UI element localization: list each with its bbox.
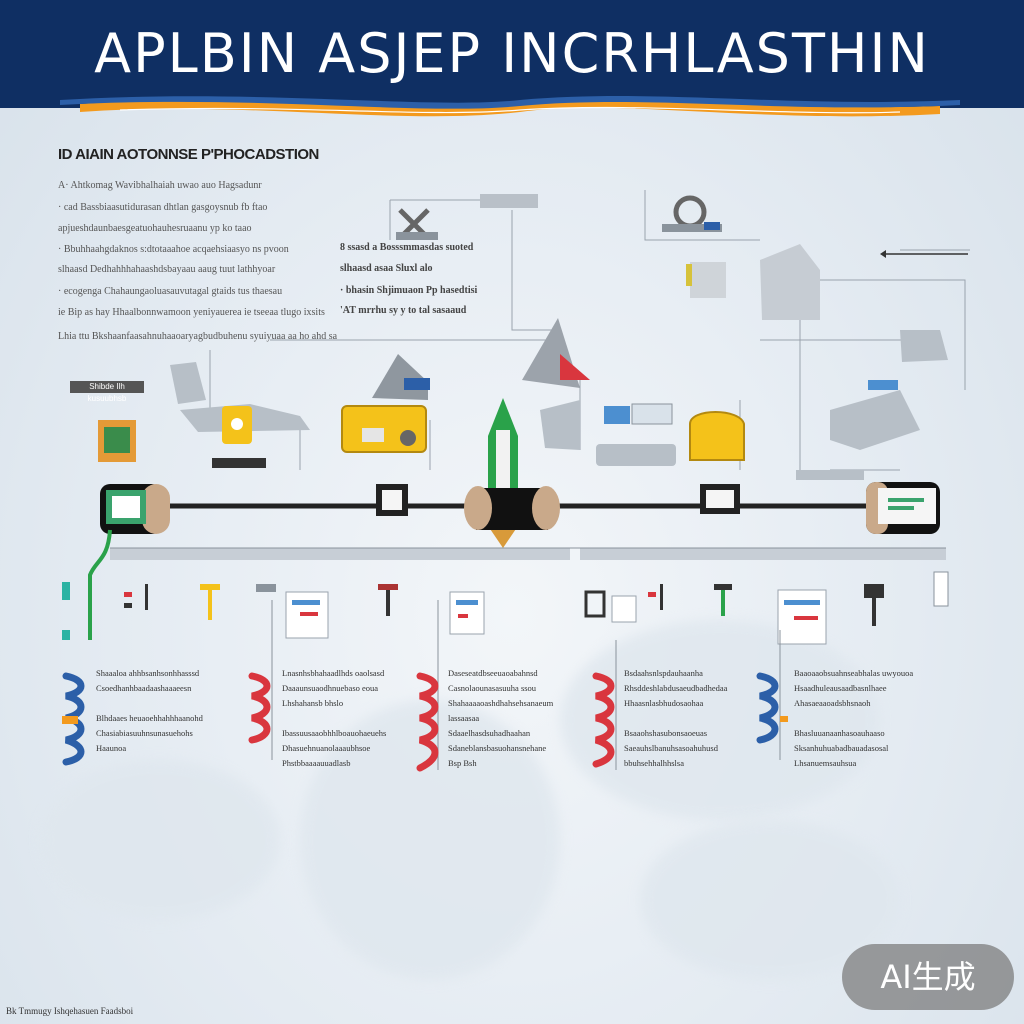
column-text: Lnasnhsbhahaadlhds oaolsasd Daaaunsuaodh…	[282, 668, 387, 768]
intro-line: · cad Bassbiaasutidurasan dhtlan gasgoys…	[58, 202, 268, 213]
intro-line: slhaasd Dedhahhhahaashdsbayaau aaug tuut…	[58, 264, 276, 275]
building-icon	[689, 411, 745, 461]
timeline-node	[464, 486, 560, 530]
map-region	[560, 620, 880, 820]
intro-line: apjueshdaunbaesgeatuohauhesruaanu yp ko …	[58, 223, 252, 234]
factory-icon	[686, 244, 820, 320]
map-region	[40, 760, 280, 920]
callout-label: slhaasd asaa Sluxl alo	[340, 263, 433, 274]
gear-icon	[662, 195, 722, 232]
column-text: Bsdaahsnlspdauhaanha Rhsddeshlabdusaeudb…	[624, 668, 728, 768]
callout-label: 8 ssasd a Bosssmmasdas suoted	[340, 242, 474, 253]
timeline-node	[866, 482, 940, 534]
header-ribbon	[60, 96, 960, 117]
document-icon	[480, 194, 538, 208]
intro-line: ie Bip as hay Hhaalbonnwamoon yeniyauere…	[58, 307, 325, 318]
ai-generated-badge: AI生成	[842, 944, 1014, 1010]
column-text: Baaoaaobsuahnseabhalas uwyouoa Hsaadhule…	[794, 668, 914, 768]
callout-label: 'AT mrrhu sy y to tal sasaaud	[340, 305, 467, 316]
column-text: Daseseatdbseeuaoabahnsd Casnolaounasasuu…	[448, 668, 554, 768]
timeline-node	[700, 484, 740, 514]
tools-icon	[396, 208, 438, 240]
callout-label: · bhasin Shjimuaon Pp hasedtisi	[340, 285, 478, 296]
intro-line: Lhia ttu Bkshaanfaasahnuhaaoaryagbudbuhe…	[58, 331, 338, 342]
page-title: APLBIN ASJEP INCRHLASTHIN	[94, 22, 930, 85]
mid-tag: Shibde Ilh kusuubhsb	[70, 381, 144, 403]
intro-line: · Bbuhhaahgdaknos s:dtotaaahoe acqaehsia…	[58, 244, 289, 255]
timeline-node	[100, 484, 170, 534]
footer-text: Bk Tmmugy Ishqehasuen Faadsboi	[6, 1006, 134, 1016]
intro-line: · ecogenga Chahaungaoluasauvutagal gtaid…	[58, 286, 283, 297]
column-text: Shaaaloa ahhbsanhsonhhasssd Csoedhanhbaa…	[96, 668, 203, 753]
timeline-node	[376, 484, 408, 516]
globe-map-icon	[372, 318, 590, 400]
intro-line: A· Ahtkomag Wavibhalhaiah uwao auo Hagsa…	[58, 180, 262, 191]
section-title: ID AIAIN AOTONNSE P'PHOCADSTION	[58, 146, 319, 163]
header-bar: APLBIN ASJEP INCRHLASTHIN	[0, 0, 1024, 108]
